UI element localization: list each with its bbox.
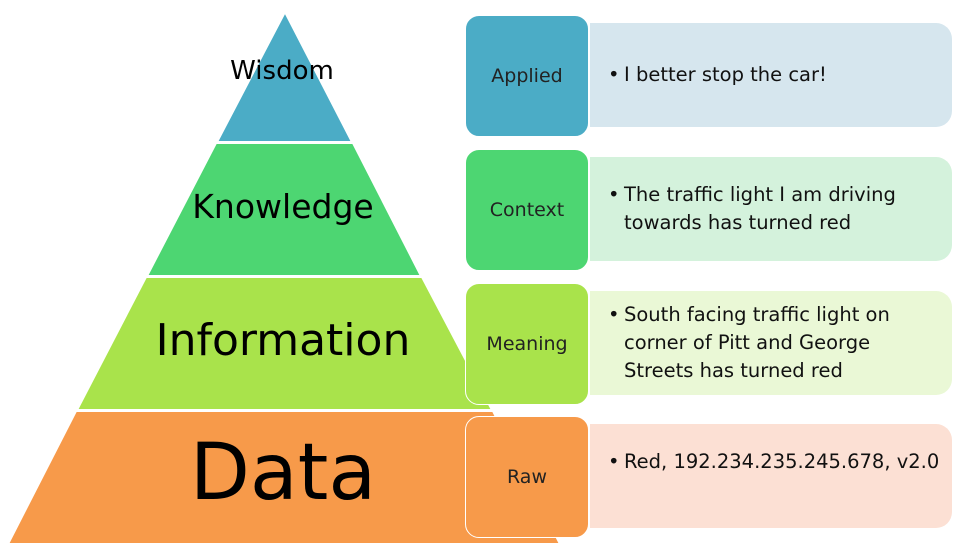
dikw-pyramid — [6, 12, 562, 545]
tag-meaning: Meaning — [465, 283, 589, 405]
description-box-context: The traffic light I am driving towards h… — [590, 157, 952, 261]
description-box-raw: Red, 192.234.235.245.678, v2.0 — [590, 424, 952, 528]
tag-context: Context — [465, 149, 589, 271]
description-text-meaning: South facing traffic light on corner of … — [608, 301, 942, 385]
tier-label-knowledge: Knowledge — [192, 187, 374, 226]
pyramid-tier-data — [6, 410, 562, 545]
description-box-meaning: South facing traffic light on corner of … — [590, 291, 952, 395]
tier-label-wisdom: Wisdom — [230, 56, 334, 86]
description-text-context: The traffic light I am driving towards h… — [608, 181, 942, 237]
description-text-applied: I better stop the car! — [608, 61, 942, 89]
description-box-applied: I better stop the car! — [590, 23, 952, 127]
description-text-raw: Red, 192.234.235.245.678, v2.0 — [608, 448, 942, 476]
tier-label-data: Data — [189, 428, 377, 518]
tag-applied: Applied — [465, 15, 589, 137]
tag-raw: Raw — [465, 416, 589, 538]
tier-label-information: Information — [155, 315, 411, 366]
